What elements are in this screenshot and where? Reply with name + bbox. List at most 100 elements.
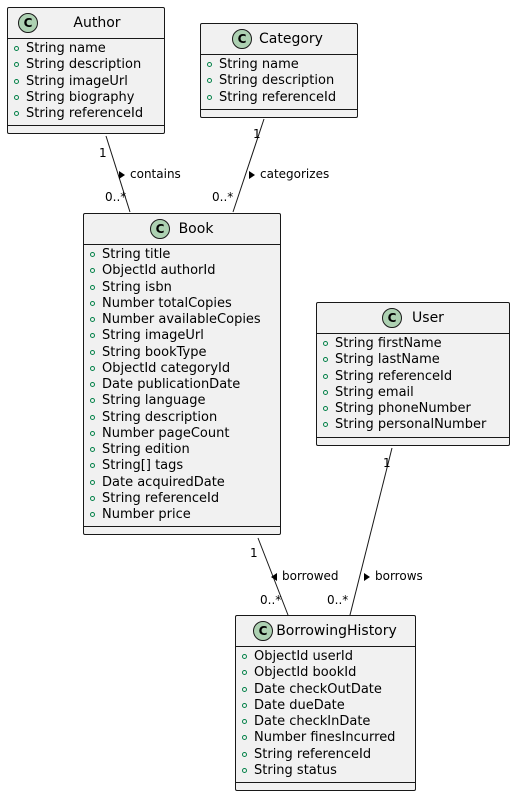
attribute: String bookType [84,345,280,361]
relation-line-borrows [349,447,393,616]
public-visibility-icon [323,357,328,363]
public-visibility-icon [14,46,19,51]
attribute: String firstName [317,336,509,352]
public-visibility-icon [323,422,328,428]
public-visibility-icon [90,512,95,517]
attribute: String isbn [84,280,280,296]
class-c-badge-icon: C [18,13,38,33]
attribute: String language [84,393,280,409]
public-visibility-icon [242,767,247,773]
attribute-text: String phoneNumber [335,401,471,416]
attribute-text: String referenceId [102,490,220,506]
public-visibility-icon [323,341,328,346]
attribute-text: Number availableCopies [102,312,261,327]
attribute: String referenceId [201,90,357,106]
attribute: ObjectId bookId [236,665,415,681]
attribute-list: String firstName String lastName String … [317,334,509,438]
multiplicity-label: 0..* [212,190,234,204]
public-visibility-icon [14,78,19,84]
class-category[interactable]: C Category String name String descriptio… [200,23,358,118]
class-header: C BorrowingHistory [236,616,415,647]
public-visibility-icon [14,94,19,100]
public-visibility-icon [207,78,212,84]
attribute: String[] tags [84,458,280,474]
attribute: String description [84,410,280,426]
attribute-text: String description [219,73,335,89]
class-c-badge-icon: C [382,308,402,328]
attribute-text: String referenceId [26,106,144,121]
class-user[interactable]: C User String firstName String lastName … [316,302,510,446]
attribute: String description [201,73,357,89]
class-name: BorrowingHistory [276,623,397,639]
attribute-text: String isbn [102,279,172,295]
public-visibility-icon [90,284,95,290]
attribute-text: String description [26,57,142,73]
attribute: Number pageCount [84,426,280,442]
class-c-badge-icon: C [232,29,252,49]
relation-label-borrows: borrows [364,569,423,583]
attribute-text: Number price [102,507,191,522]
attribute: String phoneNumber [317,401,509,417]
attribute-text: Number finesIncurred [254,730,396,746]
class-c-badge-icon: C [150,219,170,239]
multiplicity-label: 1 [253,127,261,141]
public-visibility-icon [90,382,95,387]
attribute: String status [236,763,415,779]
public-visibility-icon [242,719,247,724]
public-visibility-icon [242,670,247,676]
attribute-text: Date acquiredDate [102,474,225,490]
class-author[interactable]: C Author String name String description … [7,7,165,135]
relation-line-contains [105,135,131,213]
public-visibility-icon [207,62,212,67]
attribute-text: String description [102,409,218,425]
method-list [84,527,280,534]
public-visibility-icon [242,735,247,741]
attribute: Number availableCopies [84,312,280,328]
method-list [201,110,357,117]
attribute: Date acquiredDate [84,475,280,491]
attribute-text: String imageUrl [102,328,204,344]
attribute: String email [317,385,509,401]
attribute: String name [8,41,164,57]
attribute-list: String name String description String re… [201,55,357,110]
attribute-text: Date checkInDate [254,714,371,729]
attribute-text: String bookType [102,344,207,360]
direction-arrow-icon [271,573,277,581]
attribute-text: String name [219,57,299,72]
method-list [236,783,415,790]
class-borrowing-history[interactable]: C BorrowingHistory ObjectId userId Objec… [235,615,416,791]
public-visibility-icon [90,463,95,469]
attribute: String referenceId [236,747,415,763]
class-book[interactable]: C Book String title ObjectId authorId St… [83,213,281,536]
public-visibility-icon [90,317,95,322]
attribute-text: ObjectId categoryId [102,360,231,376]
relation-label-borrowed: borrowed [271,569,339,583]
attribute: Number totalCopies [84,296,280,312]
attribute: ObjectId authorId [84,263,280,279]
method-list [8,126,164,133]
attribute-text: Number totalCopies [102,295,232,311]
class-c-badge-icon: C [253,621,273,641]
attribute-text: String name [26,41,106,56]
multiplicity-label: 1 [99,146,107,160]
class-name: User [412,310,444,326]
public-visibility-icon [90,398,95,404]
multiplicity-label: 1 [383,456,391,470]
attribute-text: String language [102,393,206,409]
attribute: String personalNumber [317,417,509,433]
multiplicity-label: 0..* [105,190,127,204]
direction-arrow-icon [249,171,255,179]
attribute: Date checkOutDate [236,682,415,698]
attribute: Number price [84,507,280,523]
attribute-text: String email [335,384,414,400]
attribute: String referenceId [84,491,280,507]
public-visibility-icon [90,495,95,501]
attribute-text: Date dueDate [254,697,345,713]
public-visibility-icon [90,252,95,257]
attribute-list: String title ObjectId authorId String is… [84,245,280,528]
attribute: Date checkInDate [236,714,415,730]
relation-label-text: borrowed [282,569,339,583]
attribute-text: String imageUrl [26,73,128,89]
public-visibility-icon [242,654,247,659]
attribute-text: String status [254,762,337,778]
